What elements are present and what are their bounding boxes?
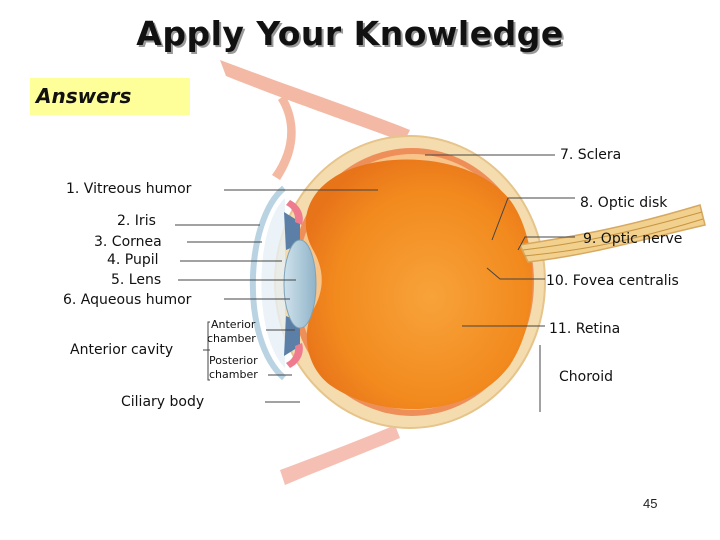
slide-title: Apply Your Knowledge — [136, 14, 564, 53]
label-aqueous-humor: 6. Aqueous humor — [63, 292, 192, 308]
vitreous-shape — [305, 159, 533, 410]
label-anterior-cavity: Anterior cavity — [70, 342, 174, 358]
label-cornea: 3. Cornea — [94, 234, 162, 250]
lower-muscle — [280, 425, 400, 485]
answers-label: Answers — [36, 84, 132, 108]
upper-tissue — [272, 95, 296, 180]
label-retina: 11. Retina — [549, 321, 621, 337]
lens-shape — [283, 239, 317, 329]
label-anterior-chamber-1: Anterior — [211, 318, 256, 331]
label-pupil: 4. Pupil — [107, 252, 159, 268]
label-posterior-chamber-2: chamber — [209, 368, 258, 381]
answers-highlight — [30, 78, 190, 115]
label-vitreous-humor: 1. Vitreous humor — [66, 181, 192, 197]
cornea-shape — [249, 185, 287, 381]
label-anterior-chamber-2: chamber — [207, 332, 256, 345]
label-fovea-centralis: 10. Fovea centralis — [546, 273, 679, 289]
label-lens: 5. Lens — [111, 272, 162, 288]
label-posterior-chamber-1: Posterior — [209, 354, 258, 367]
ciliary-shape — [286, 200, 303, 225]
label-sclera: 7. Sclera — [560, 147, 622, 163]
label-iris: 2. Iris — [117, 213, 156, 229]
upper-muscle — [220, 60, 410, 142]
label-optic-disk: 8. Optic disk — [580, 195, 668, 211]
page-number: 45 — [643, 496, 658, 511]
label-choroid: Choroid — [559, 369, 614, 385]
label-optic-nerve: 9. Optic nerve — [583, 231, 683, 247]
label-ciliary-body: Ciliary body — [121, 394, 205, 410]
